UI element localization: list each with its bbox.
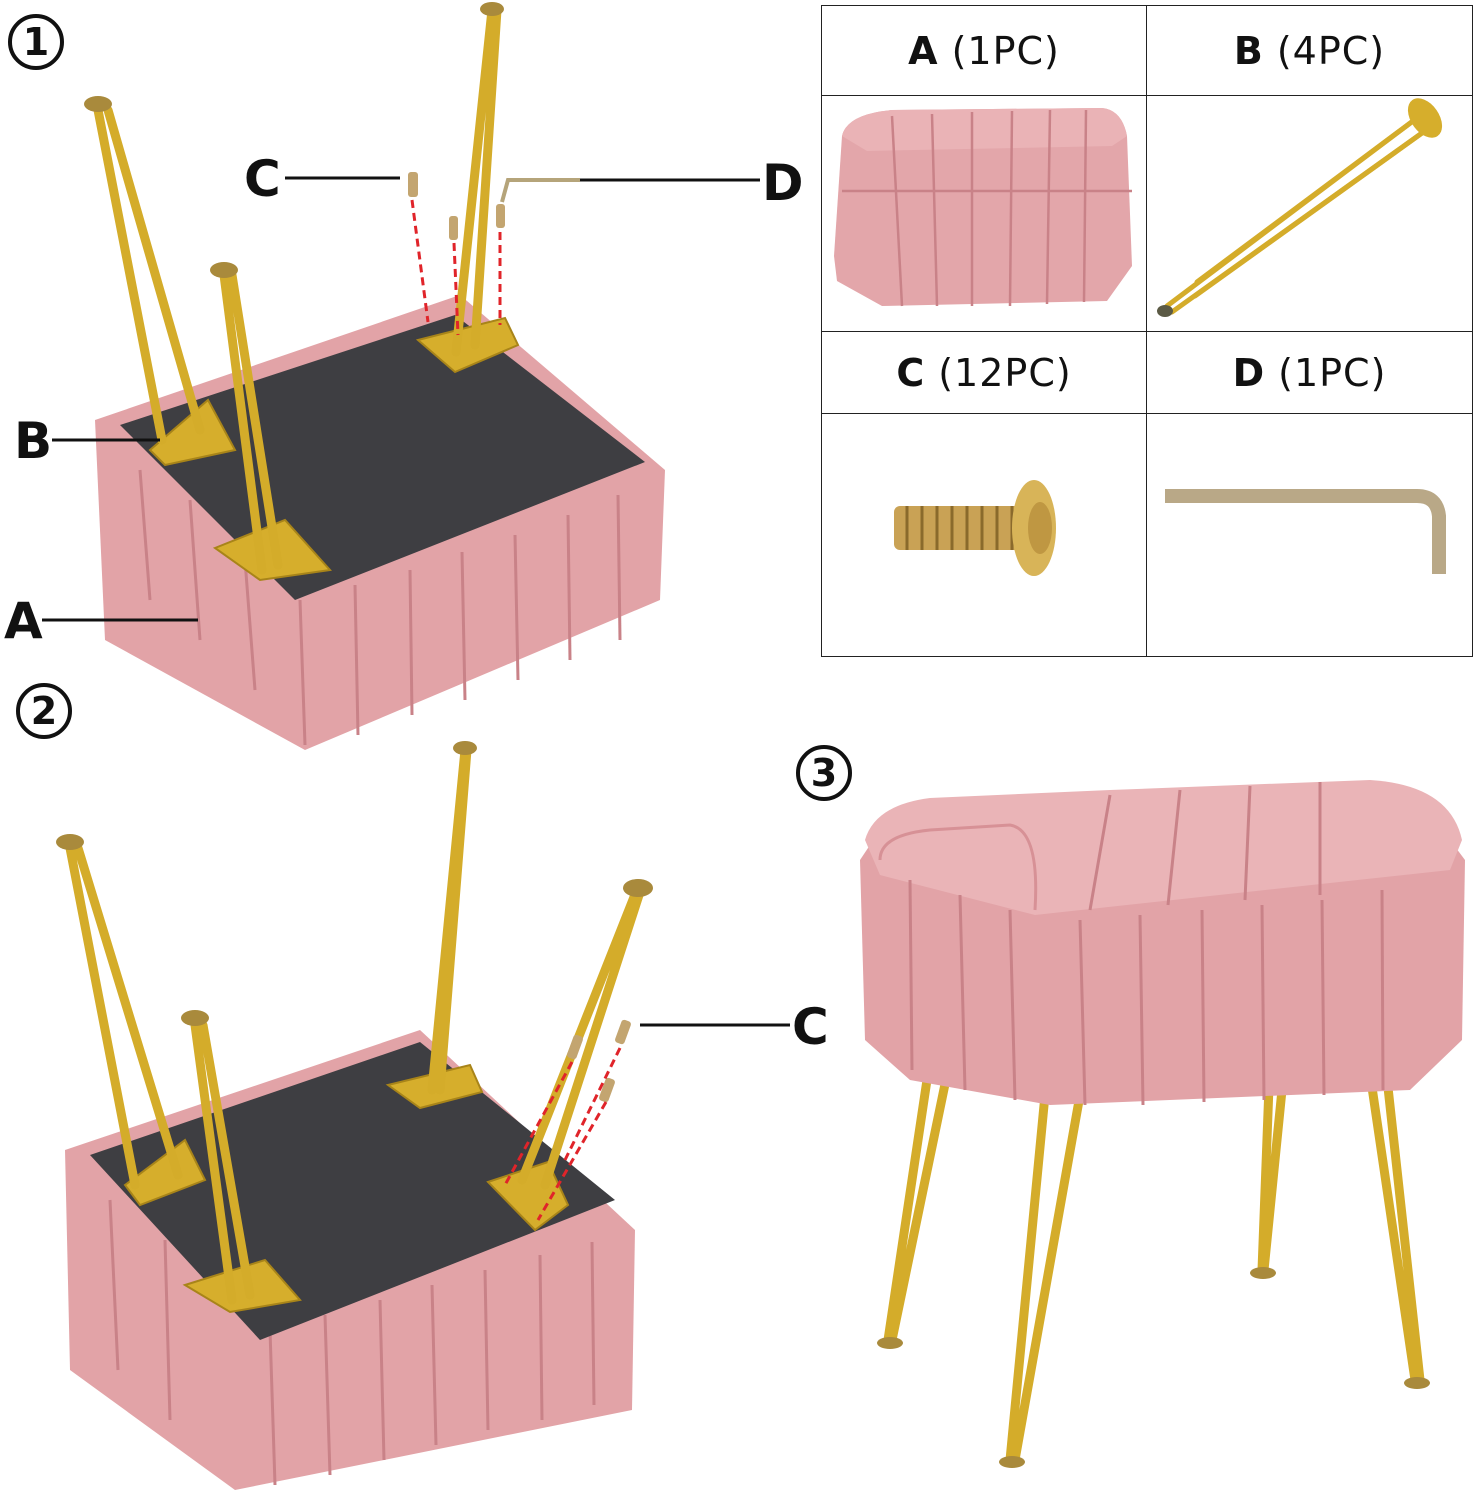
step-2-illustration (56, 741, 790, 1490)
seat-top (865, 780, 1462, 915)
step-3-illustration (860, 780, 1465, 1468)
screw-image (894, 480, 1056, 576)
callout-d: D (762, 154, 804, 212)
callout-c: C (244, 150, 281, 208)
allen-key-image (1165, 489, 1446, 574)
step-3-number: 3 (796, 745, 852, 801)
hairpin-leg-image (1157, 98, 1443, 317)
callout-a: A (4, 592, 43, 650)
part-qty: (12PC) (938, 350, 1072, 395)
hairpin-leg (190, 1020, 255, 1305)
ottoman-seat-image (834, 108, 1132, 307)
part-b-header: B (4PC) (1147, 6, 1472, 96)
hairpin-leg (219, 270, 283, 575)
mounting-plate (123, 1138, 207, 1207)
part-letter: C (896, 350, 925, 395)
hairpin-leg (451, 5, 502, 357)
part-a-header: A (1PC) (822, 6, 1147, 96)
part-qty: (1PC) (951, 28, 1060, 73)
hairpin-leg (427, 745, 472, 1095)
hairpin-leg (93, 105, 205, 445)
part-letter: B (1233, 28, 1263, 73)
callout-b: B (14, 412, 53, 470)
part-c-header: C (12PC) (822, 332, 1147, 414)
hairpin-leg (1363, 1055, 1425, 1385)
part-qty: (4PC) (1276, 28, 1386, 73)
part-a-image (822, 96, 1147, 332)
step-2-number: 2 (16, 683, 72, 739)
hairpin-leg (883, 1055, 955, 1345)
part-qty: (1PC) (1278, 350, 1387, 395)
part-d-image (1147, 414, 1472, 656)
step-1-illustration (42, 2, 760, 750)
hairpin-leg (65, 843, 183, 1190)
part-d-header: D (1PC) (1147, 332, 1472, 414)
part-letter: D (1232, 350, 1265, 395)
part-letter: A (908, 28, 938, 73)
hairpin-leg (1005, 1090, 1085, 1465)
parts-list-table: A (1PC) B (4PC) C (12PC) D (1PC) (821, 5, 1473, 657)
step-1-number: 1 (8, 14, 64, 70)
part-b-image (1147, 96, 1472, 332)
part-c-image (822, 414, 1147, 656)
mounting-plate (148, 398, 237, 467)
mounting-plate (182, 1258, 302, 1314)
callout-c-step2: C (792, 998, 829, 1056)
